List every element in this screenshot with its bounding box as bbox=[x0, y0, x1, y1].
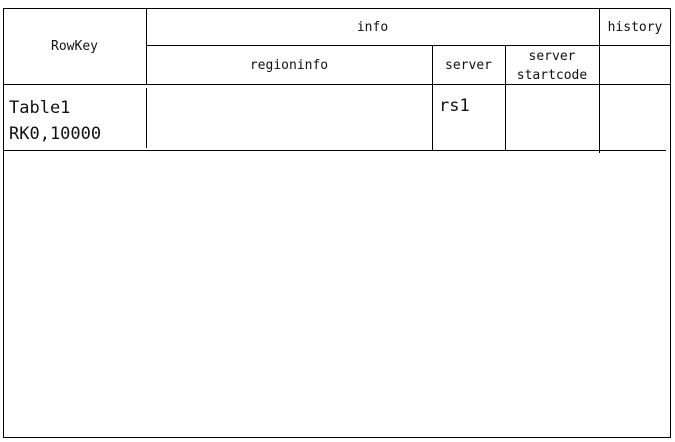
border-right bbox=[670, 8, 671, 438]
header-info: info bbox=[356, 20, 389, 35]
row-bottom-line bbox=[3, 150, 666, 151]
cell-rowkey-line2: RK0,10000 bbox=[9, 124, 102, 144]
col-line-history bbox=[599, 8, 600, 153]
header-rowkey: RowKey bbox=[51, 39, 98, 54]
header-server: server bbox=[445, 58, 492, 73]
header-divider-info bbox=[146, 45, 671, 46]
col-line-rowkey bbox=[146, 8, 147, 85]
col-line-regioninfo bbox=[432, 45, 433, 151]
header-server-startcode-line1: server bbox=[528, 49, 576, 64]
header-history: history bbox=[607, 20, 663, 35]
border-top bbox=[3, 8, 671, 9]
border-bottom bbox=[3, 437, 671, 438]
cell-rowkey-line1: Table1 bbox=[9, 98, 71, 118]
header-server-startcode-line2: startcode bbox=[516, 68, 588, 83]
col-line-server bbox=[505, 45, 506, 151]
header-bottom-line bbox=[3, 84, 671, 85]
col-line-rowkey-row bbox=[146, 88, 147, 148]
border-left bbox=[3, 8, 4, 438]
cell-server: rs1 bbox=[439, 96, 470, 116]
header-regioninfo: regioninfo bbox=[249, 58, 329, 73]
